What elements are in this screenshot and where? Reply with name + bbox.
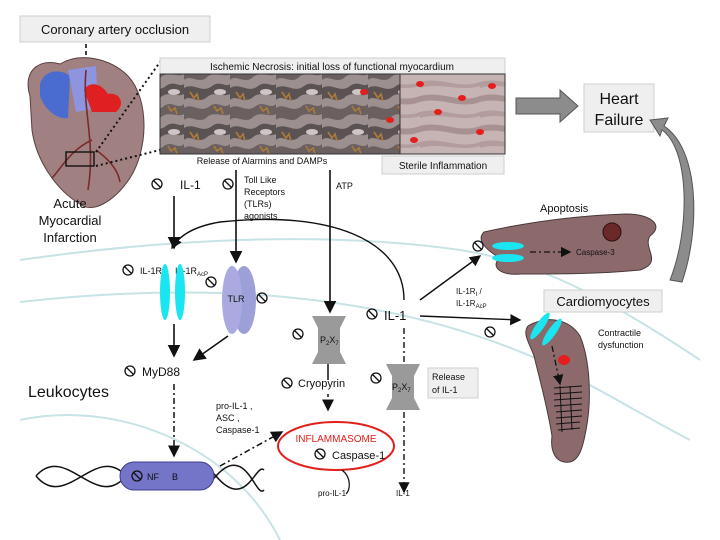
cardiomyocyte-receptor-1 — [530, 312, 550, 340]
coronary-occlusion-label: Coronary artery occlusion — [41, 22, 189, 37]
sterile-inflammation-box — [381, 155, 505, 175]
nfkb-label: NF — [147, 472, 159, 482]
ami-label-3: Infarction — [43, 230, 96, 245]
nfkb-label-b: B — [172, 472, 178, 482]
apoptotic-nucleus — [602, 222, 622, 242]
sarcomere-icon — [553, 385, 583, 433]
sterile-inflammation-label: Sterile Inflammation — [399, 161, 487, 172]
pro-list-2: ASC , — [216, 413, 240, 423]
inhibit-icon — [366, 308, 378, 320]
inhibit-icon — [370, 372, 382, 384]
inflammasome-ring — [277, 421, 395, 471]
tlr-agonists-3: (TLRs) — [244, 199, 272, 209]
contractile-label-1: Contractile — [598, 328, 641, 338]
ischemic-necrosis-label: Ischemic Necrosis: initial loss of funct… — [210, 62, 454, 73]
release-alarmins-label: Release of Alarmins and DAMPs — [197, 156, 328, 166]
cardiomyocyte-receptor-2 — [542, 318, 562, 346]
il1-feedback-arrow — [171, 218, 405, 301]
apoptosis-receptor-1 — [492, 242, 524, 250]
inhibit-icon — [131, 470, 143, 482]
il1racp-label: IL-1RAcP — [175, 266, 208, 278]
heart-failure-label-1: Heart — [599, 91, 639, 108]
inhibit-icon — [281, 377, 293, 389]
pro-list-1: pro-IL-1 , — [216, 401, 253, 411]
p2x7-upper-label: P2X7 — [320, 335, 339, 347]
cardiomyocyte-cell — [525, 319, 590, 463]
tlr-label: TLR — [227, 294, 245, 304]
inhibit-icon — [484, 326, 496, 338]
inflammatory-cells — [360, 81, 496, 143]
inhibit-icon — [124, 365, 136, 377]
ami-label-2: Myocardial — [39, 213, 102, 228]
il1-top-label: IL-1 — [180, 178, 201, 192]
p2x7-lower-label: P2X7 — [392, 382, 411, 394]
inhibit-icon — [292, 328, 304, 340]
tlr-receptor-front — [222, 266, 242, 334]
caspase3-label: Caspase-3 — [576, 248, 615, 257]
cell-membrane-middle — [19, 291, 691, 441]
inhibit-icon — [122, 264, 134, 276]
il1-mid-label: IL-1 — [384, 308, 406, 323]
tlr-agonists-1: Toll Like — [244, 175, 277, 185]
p2x7-receptor-lower — [386, 364, 420, 410]
zoom-line-bottom — [95, 149, 161, 167]
release-il1-box — [427, 367, 479, 399]
contractile-label-2: dysfunction — [598, 340, 644, 350]
heart-failure-label-2: Failure — [595, 112, 644, 129]
il1-to-cardiomyocyte-arrow — [419, 314, 522, 326]
inflammasome-label: INFLAMMASOME — [295, 434, 376, 445]
nfkb-complex — [119, 461, 215, 491]
to-heart-failure-arrow — [515, 88, 579, 124]
il1r-right-label-1: IL-1RI / — [456, 287, 482, 298]
cardiomyocytes-label: Cardiomyocytes — [556, 294, 650, 309]
caspase1-cleavage-line — [341, 469, 350, 495]
coronary-occlusion-box — [19, 15, 211, 43]
inhibit-icon — [314, 448, 326, 460]
nfkb-to-proil1-arrow — [219, 431, 284, 467]
il1-bottom-label: IL-1 — [396, 489, 410, 498]
myd88-label: MyD88 — [142, 365, 180, 379]
cardiomyocyte-nucleus — [558, 355, 570, 365]
il1-to-apoptosis-arrow — [419, 255, 482, 301]
necrotic-tissue — [159, 73, 401, 155]
pro-il1-bottom-label: pro-IL-1 — [318, 489, 347, 498]
inhibit-icon — [256, 292, 268, 304]
pro-list-3: Caspase-1 — [216, 425, 260, 435]
cryopyrin-label: Cryopyrin — [298, 378, 345, 390]
caspase1-label: Caspase-1 — [332, 450, 385, 462]
heart-failure-box — [583, 83, 655, 133]
apoptosis-label: Apoptosis — [540, 203, 589, 215]
p2x7-receptor-upper — [312, 316, 346, 364]
inhibit-icon — [472, 240, 484, 252]
inhibit-icon — [205, 276, 217, 288]
tlr-agonists-2: Receptors — [244, 187, 286, 197]
ami-label-1: Acute — [53, 196, 86, 211]
tlr-agonists-4: agonists — [244, 211, 278, 221]
inhibit-icon — [151, 178, 163, 190]
cardiomyocytes-box — [543, 289, 663, 313]
release-il1-label-1: Release — [432, 372, 465, 382]
apoptosis-receptor-2 — [492, 254, 524, 262]
il1racp-receptor — [175, 264, 185, 320]
heart-illustration — [27, 57, 145, 209]
tlr-to-myd88-arrow — [192, 335, 229, 361]
release-il1-label-2: of IL-1 — [432, 385, 458, 395]
il1r1-receptor — [160, 264, 170, 320]
zoom-line-top — [95, 61, 161, 153]
nuclear-membrane — [19, 414, 281, 540]
atp-label: ATP — [336, 181, 353, 191]
il1r-right-label-2: IL-1RAcP — [456, 299, 487, 310]
cardiomyocyte-to-hf-arrow — [649, 117, 695, 283]
inhibit-icon — [222, 178, 234, 190]
contractile-arrow — [551, 345, 564, 386]
leukocytes-label: Leukocytes — [28, 384, 109, 401]
